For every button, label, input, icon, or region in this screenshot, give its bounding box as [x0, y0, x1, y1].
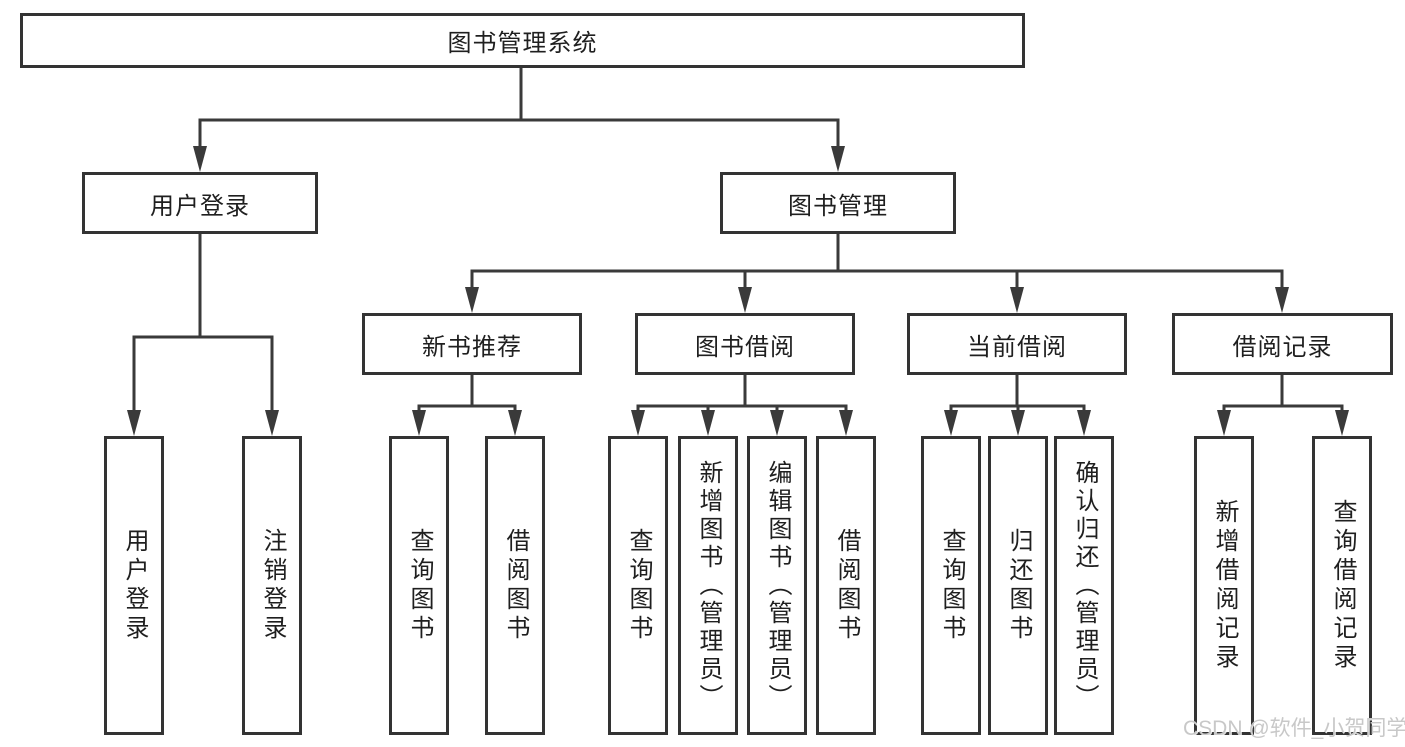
leaf-borrow-books-label: 借阅图书: [833, 527, 860, 644]
leaf-query-borrow-record: 查询借阅记录: [1312, 436, 1372, 735]
wire-newbook-bus: [417, 404, 517, 410]
wire-level2-bus: [198, 118, 840, 146]
wire-current-bus: [949, 404, 1086, 410]
node-user-login-label: 用户登录: [150, 192, 250, 220]
arrowhead: [508, 410, 522, 436]
leaf-query-books-recommend-label: 查询图书: [406, 527, 433, 644]
leaf-logout-label: 注销登录: [259, 527, 286, 644]
node-book-borrowing-label: 图书借阅: [695, 333, 795, 361]
node-current-borrowing: 当前借阅: [907, 313, 1127, 375]
wire-level3-bus: [470, 269, 1284, 287]
leaf-borrow-books-recommend: 借阅图书: [485, 436, 545, 735]
arrowhead: [839, 410, 853, 436]
leaf-query-books-recommend: 查询图书: [389, 436, 449, 735]
node-new-book-recommend-label: 新书推荐: [422, 333, 522, 361]
leaf-confirm-return-admin-label: 确认归还（管理员）: [1071, 459, 1098, 712]
leaf-return-books-label: 归还图书: [1005, 527, 1032, 644]
arrowhead: [465, 287, 479, 313]
leaf-user-login-label: 用户登录: [121, 527, 148, 644]
node-user-login: 用户登录: [82, 172, 318, 234]
arrowhead: [631, 410, 645, 436]
leaf-borrow-books: 借阅图书: [816, 436, 876, 735]
node-book-management: 图书管理: [720, 172, 956, 234]
arrowhead: [1010, 287, 1024, 313]
arrowhead: [127, 410, 141, 436]
wire-userlogin-bus: [132, 335, 274, 410]
node-current-borrowing-label: 当前借阅: [967, 333, 1067, 361]
leaf-user-login: 用户登录: [104, 436, 164, 735]
leaf-confirm-return-admin: 确认归还（管理员）: [1054, 436, 1114, 735]
node-borrowing-records-label: 借阅记录: [1232, 333, 1333, 361]
leaf-query-books-current: 查询图书: [921, 436, 981, 735]
node-new-book-recommend: 新书推荐: [362, 313, 582, 375]
arrowhead: [1335, 410, 1349, 436]
wire-borrow-bus: [636, 404, 848, 410]
leaf-add-books-admin-label: 新增图书（管理员）: [695, 459, 722, 712]
node-library-system: 图书管理系统: [20, 13, 1025, 68]
arrowhead: [1011, 410, 1025, 436]
leaf-query-books-borrow-label: 查询图书: [625, 527, 652, 644]
arrowhead: [770, 410, 784, 436]
arrowhead: [265, 410, 279, 436]
node-book-borrowing: 图书借阅: [635, 313, 855, 375]
leaf-borrow-books-recommend-label: 借阅图书: [502, 527, 529, 644]
arrowhead: [944, 410, 958, 436]
leaf-return-books: 归还图书: [988, 436, 1048, 735]
node-borrowing-records: 借阅记录: [1172, 313, 1393, 375]
arrowhead: [1077, 410, 1091, 436]
wire-records-bus: [1222, 404, 1344, 410]
leaf-query-books-borrow: 查询图书: [608, 436, 668, 735]
arrowhead: [701, 410, 715, 436]
leaf-query-books-current-label: 查询图书: [938, 527, 965, 644]
leaf-edit-books-admin-label: 编辑图书（管理员）: [764, 459, 791, 712]
arrowhead: [831, 146, 845, 172]
arrowhead: [738, 287, 752, 313]
leaf-logout: 注销登录: [242, 436, 302, 735]
arrowhead: [1275, 287, 1289, 313]
arrowhead: [193, 146, 207, 172]
node-book-management-label: 图书管理: [788, 192, 888, 220]
arrowhead: [1217, 410, 1231, 436]
csdn-watermark: CSDN @软件_小贺同学: [1183, 717, 1405, 740]
arrowhead: [412, 410, 426, 436]
leaf-query-borrow-record-label: 查询借阅记录: [1329, 498, 1356, 673]
leaf-add-books-admin: 新增图书（管理员）: [678, 436, 738, 735]
leaf-add-borrow-record: 新增借阅记录: [1194, 436, 1254, 735]
node-library-system-label: 图书管理系统: [447, 30, 598, 57]
leaf-add-borrow-record-label: 新增借阅记录: [1211, 498, 1238, 673]
leaf-edit-books-admin: 编辑图书（管理员）: [747, 436, 807, 735]
